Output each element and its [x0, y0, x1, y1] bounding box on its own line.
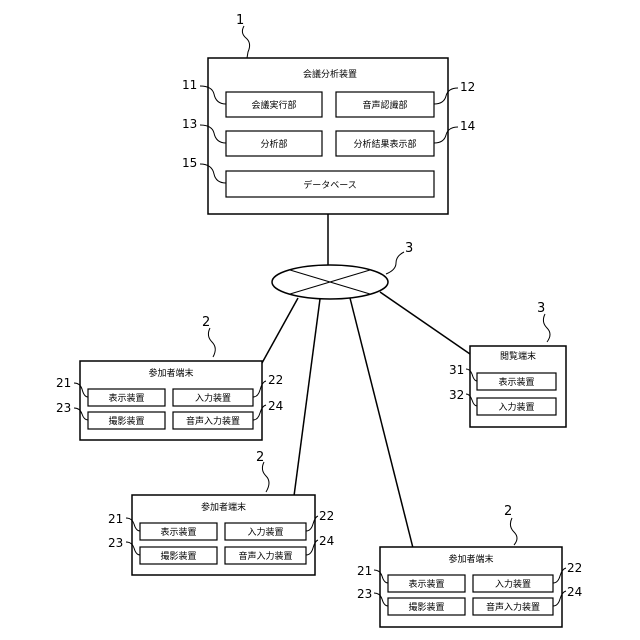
voice-input-device-label: 音声入力装置 [186, 415, 240, 427]
analysis-result-display-unit-label: 分析結果表示部 [353, 138, 416, 150]
participant-terminal-title: 参加者端末 [201, 501, 246, 513]
link-network-participant-2 [294, 299, 320, 496]
display-device-label: 表示装置 [160, 526, 196, 538]
camera-device-label: 撮影装置 [408, 601, 444, 613]
link-network-participant-3 [350, 298, 413, 548]
input-device-label: 入力装置 [247, 526, 283, 538]
ref-22: 22 [268, 373, 283, 387]
input-device-label: 入力装置 [195, 392, 231, 404]
ref-23: 23 [357, 587, 372, 601]
ref-24: 24 [268, 399, 283, 413]
ref-24: 24 [319, 534, 334, 548]
meeting-execution-unit-label: 会議実行部 [251, 99, 296, 111]
ref-server: 1 [236, 13, 244, 28]
ref-21: 21 [108, 512, 123, 526]
ref-14: 14 [460, 119, 475, 133]
ref-22: 22 [567, 561, 582, 575]
ref-network: 3 [405, 241, 413, 256]
meeting-analysis-device-title: 会議分析装置 [303, 68, 357, 80]
ref-21: 21 [56, 376, 71, 390]
display-device-label: 表示装置 [498, 376, 534, 388]
ref-24: 24 [567, 585, 582, 599]
ref-32: 32 [449, 388, 464, 402]
ref-31: 31 [449, 363, 464, 377]
ref-12: 12 [460, 80, 475, 94]
speech-recognition-unit-label: 音声認識部 [362, 99, 407, 111]
input-device-label: 入力装置 [498, 401, 534, 413]
voice-input-device-label: 音声入力装置 [238, 550, 292, 562]
ref-22: 22 [319, 509, 334, 523]
leader-line-network [386, 252, 404, 274]
ref-21: 21 [357, 564, 372, 578]
ref-11: 11 [182, 78, 197, 92]
leader-line-viewer [543, 314, 550, 342]
network [272, 265, 388, 299]
leader-line-server [242, 26, 249, 58]
database-label: データベース [303, 179, 357, 191]
ref-participant: 2 [202, 315, 210, 330]
camera-device-label: 撮影装置 [108, 415, 144, 427]
ref-13: 13 [182, 117, 197, 131]
viewer-terminal-title: 閲覧端末 [500, 350, 536, 362]
ref-participant: 2 [256, 450, 264, 465]
link-network-participant-1 [262, 298, 298, 363]
ref-15: 15 [182, 156, 197, 170]
participant-terminal-title: 参加者端末 [448, 553, 493, 565]
analysis-unit-label: 分析部 [260, 138, 287, 150]
input-device-label: 入力装置 [495, 578, 531, 590]
ref-participant: 2 [504, 504, 512, 519]
participant-terminal-title: 参加者端末 [148, 367, 193, 379]
display-device-label: 表示装置 [108, 392, 144, 404]
ref-viewer: 3 [537, 301, 545, 316]
leader-line-participant [510, 518, 517, 545]
display-device-label: 表示装置 [408, 578, 444, 590]
leader-line-participant [262, 462, 269, 492]
voice-input-device-label: 音声入力装置 [486, 601, 540, 613]
ref-23: 23 [56, 401, 71, 415]
leader-line-participant [208, 328, 215, 357]
ref-23: 23 [108, 536, 123, 550]
link-network-viewer [380, 292, 470, 354]
camera-device-label: 撮影装置 [160, 550, 196, 562]
